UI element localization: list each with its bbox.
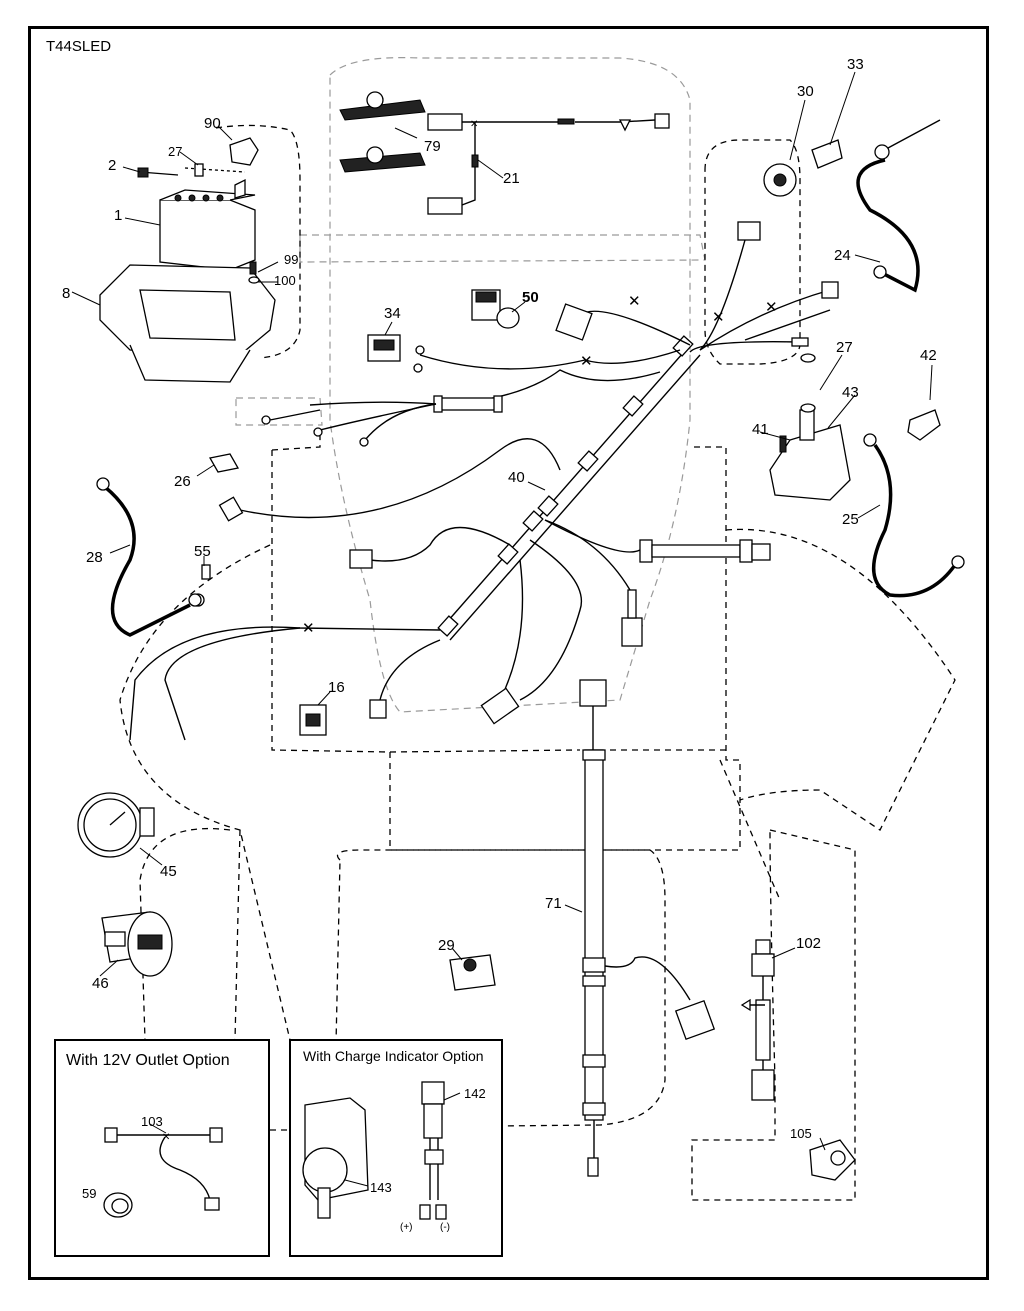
- label-41: 41: [752, 421, 769, 438]
- svg-text:✕: ✕: [470, 119, 478, 130]
- label-27-switch: 27: [836, 339, 853, 356]
- label-2: 2: [108, 157, 116, 174]
- drawing-frame: [28, 26, 989, 1280]
- label-45: 45: [160, 863, 177, 880]
- polarity-plus: (+): [400, 1222, 413, 1233]
- label-50: 50: [522, 289, 539, 306]
- gauges: [77, 792, 173, 977]
- label-34: 34: [384, 305, 401, 322]
- label-16: 16: [328, 679, 345, 696]
- battery-cables: [96, 119, 965, 637]
- label-26: 26: [174, 473, 191, 490]
- label-43: 43: [842, 384, 859, 401]
- label-79: 79: [424, 138, 441, 155]
- svg-text:✕: ✕: [628, 293, 641, 310]
- label-42: 42: [920, 347, 937, 364]
- label-142: 142: [464, 1086, 486, 1101]
- label-8: 8: [62, 285, 70, 302]
- svg-text:✕: ✕: [162, 1132, 170, 1143]
- label-55: 55: [194, 543, 211, 560]
- label-143: 143: [370, 1180, 392, 1195]
- charge-option-title: With Charge Indicator Option: [303, 1048, 484, 1064]
- label-28: 28: [86, 549, 103, 566]
- label-46: 46: [92, 975, 109, 992]
- outlet-option-parts: ✕: [103, 1127, 223, 1218]
- part-102: [740, 939, 775, 1101]
- charge-option-parts: [302, 1081, 447, 1220]
- label-29: 29: [438, 937, 455, 954]
- battery-assembly: [99, 137, 276, 383]
- label-40: 40: [508, 469, 525, 486]
- main-harness: ✕ ✕ ✕ ✕ ✕: [129, 221, 839, 741]
- label-102: 102: [796, 935, 821, 952]
- svg-text:✕: ✕: [712, 309, 725, 326]
- polarity-minus: (-): [440, 1222, 450, 1233]
- svg-text:✕: ✕: [765, 299, 778, 316]
- label-33: 33: [847, 56, 864, 73]
- label-59: 59: [82, 1186, 96, 1201]
- label-24: 24: [834, 247, 851, 264]
- svg-text:✕: ✕: [580, 353, 593, 370]
- model-label: T44SLED: [46, 38, 111, 55]
- outlet-option-box: [54, 1039, 270, 1257]
- label-103: 103: [141, 1114, 163, 1129]
- label-71: 71: [545, 895, 562, 912]
- headlights: ✕: [339, 91, 670, 215]
- label-30: 30: [797, 83, 814, 100]
- label-25: 25: [842, 511, 859, 528]
- label-99: 99: [284, 252, 298, 267]
- misc-parts: [191, 139, 941, 1181]
- label-90: 90: [204, 115, 221, 132]
- harness-71: [579, 679, 716, 1177]
- leader-lines: [71, 71, 933, 1187]
- label-105: 105: [790, 1126, 812, 1141]
- svg-text:✕: ✕: [302, 620, 315, 637]
- label-27-battery: 27: [168, 144, 182, 159]
- label-100: 100: [274, 273, 296, 288]
- label-1: 1: [114, 207, 122, 224]
- outlet-option-title: With 12V Outlet Option: [66, 1052, 230, 1069]
- label-21: 21: [503, 170, 520, 187]
